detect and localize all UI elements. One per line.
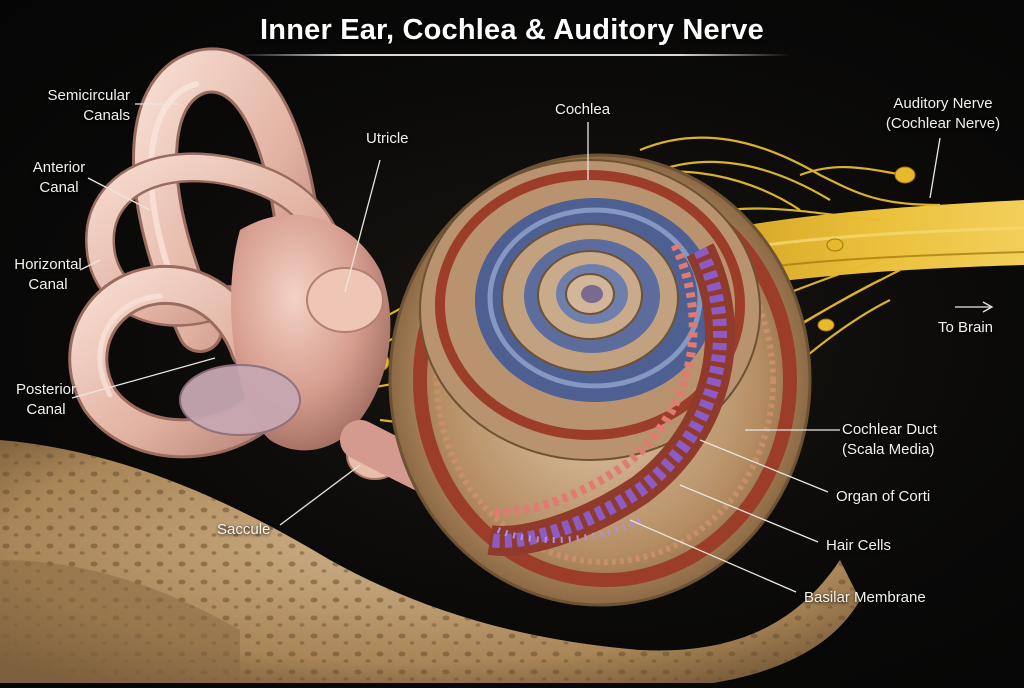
label-horizontal-canal: Horizontal Canal — [14, 256, 82, 293]
leader-anterior-canal — [87, 177, 151, 211]
diagram-title: Inner Ear, Cochlea & Auditory Nerve — [260, 14, 764, 46]
cochlea-spiral — [388, 153, 812, 607]
label-cochlear-duct: Cochlear Duct (Scala Media) — [842, 421, 938, 458]
leader-posterior-canal — [71, 357, 216, 399]
label-basilar-membrane: Basilar Membrane — [804, 589, 926, 606]
leader-utricle — [344, 159, 381, 293]
leader-saccule — [279, 464, 361, 526]
leader-auditory-nerve — [929, 137, 941, 199]
utricle-shape — [306, 267, 384, 333]
leader-lines — [71, 103, 994, 593]
label-cochlea: Cochlea — [555, 101, 611, 118]
label-organ-of-corti: Organ of Corti — [836, 488, 931, 505]
leader-horizontal-canal — [79, 259, 101, 271]
temporal-bone — [0, 440, 860, 688]
label-saccule: Saccule — [217, 521, 271, 538]
label-auditory-nerve: Auditory Nerve (Cochlear Nerve) — [885, 95, 1001, 132]
leader-basilar-membrane — [629, 519, 797, 593]
leader-organ-of-corti — [699, 439, 829, 493]
label-anterior-canal: Anterior Canal — [32, 159, 86, 196]
label-to-brain: To Brain — [938, 319, 994, 336]
label-utricle: Utricle — [366, 130, 409, 147]
label-posterior-canal: Posterior Canal — [15, 381, 77, 418]
label-semicircular-canals: Semicircular Canals — [47, 87, 130, 124]
semicircular-canals — [68, 47, 345, 459]
label-hair-cells: Hair Cells — [826, 537, 892, 554]
organ-of-corti-band — [487, 243, 735, 556]
title-underline — [235, 54, 790, 56]
leader-hair-cells — [679, 484, 819, 543]
to-brain-arrow-icon — [982, 301, 994, 313]
